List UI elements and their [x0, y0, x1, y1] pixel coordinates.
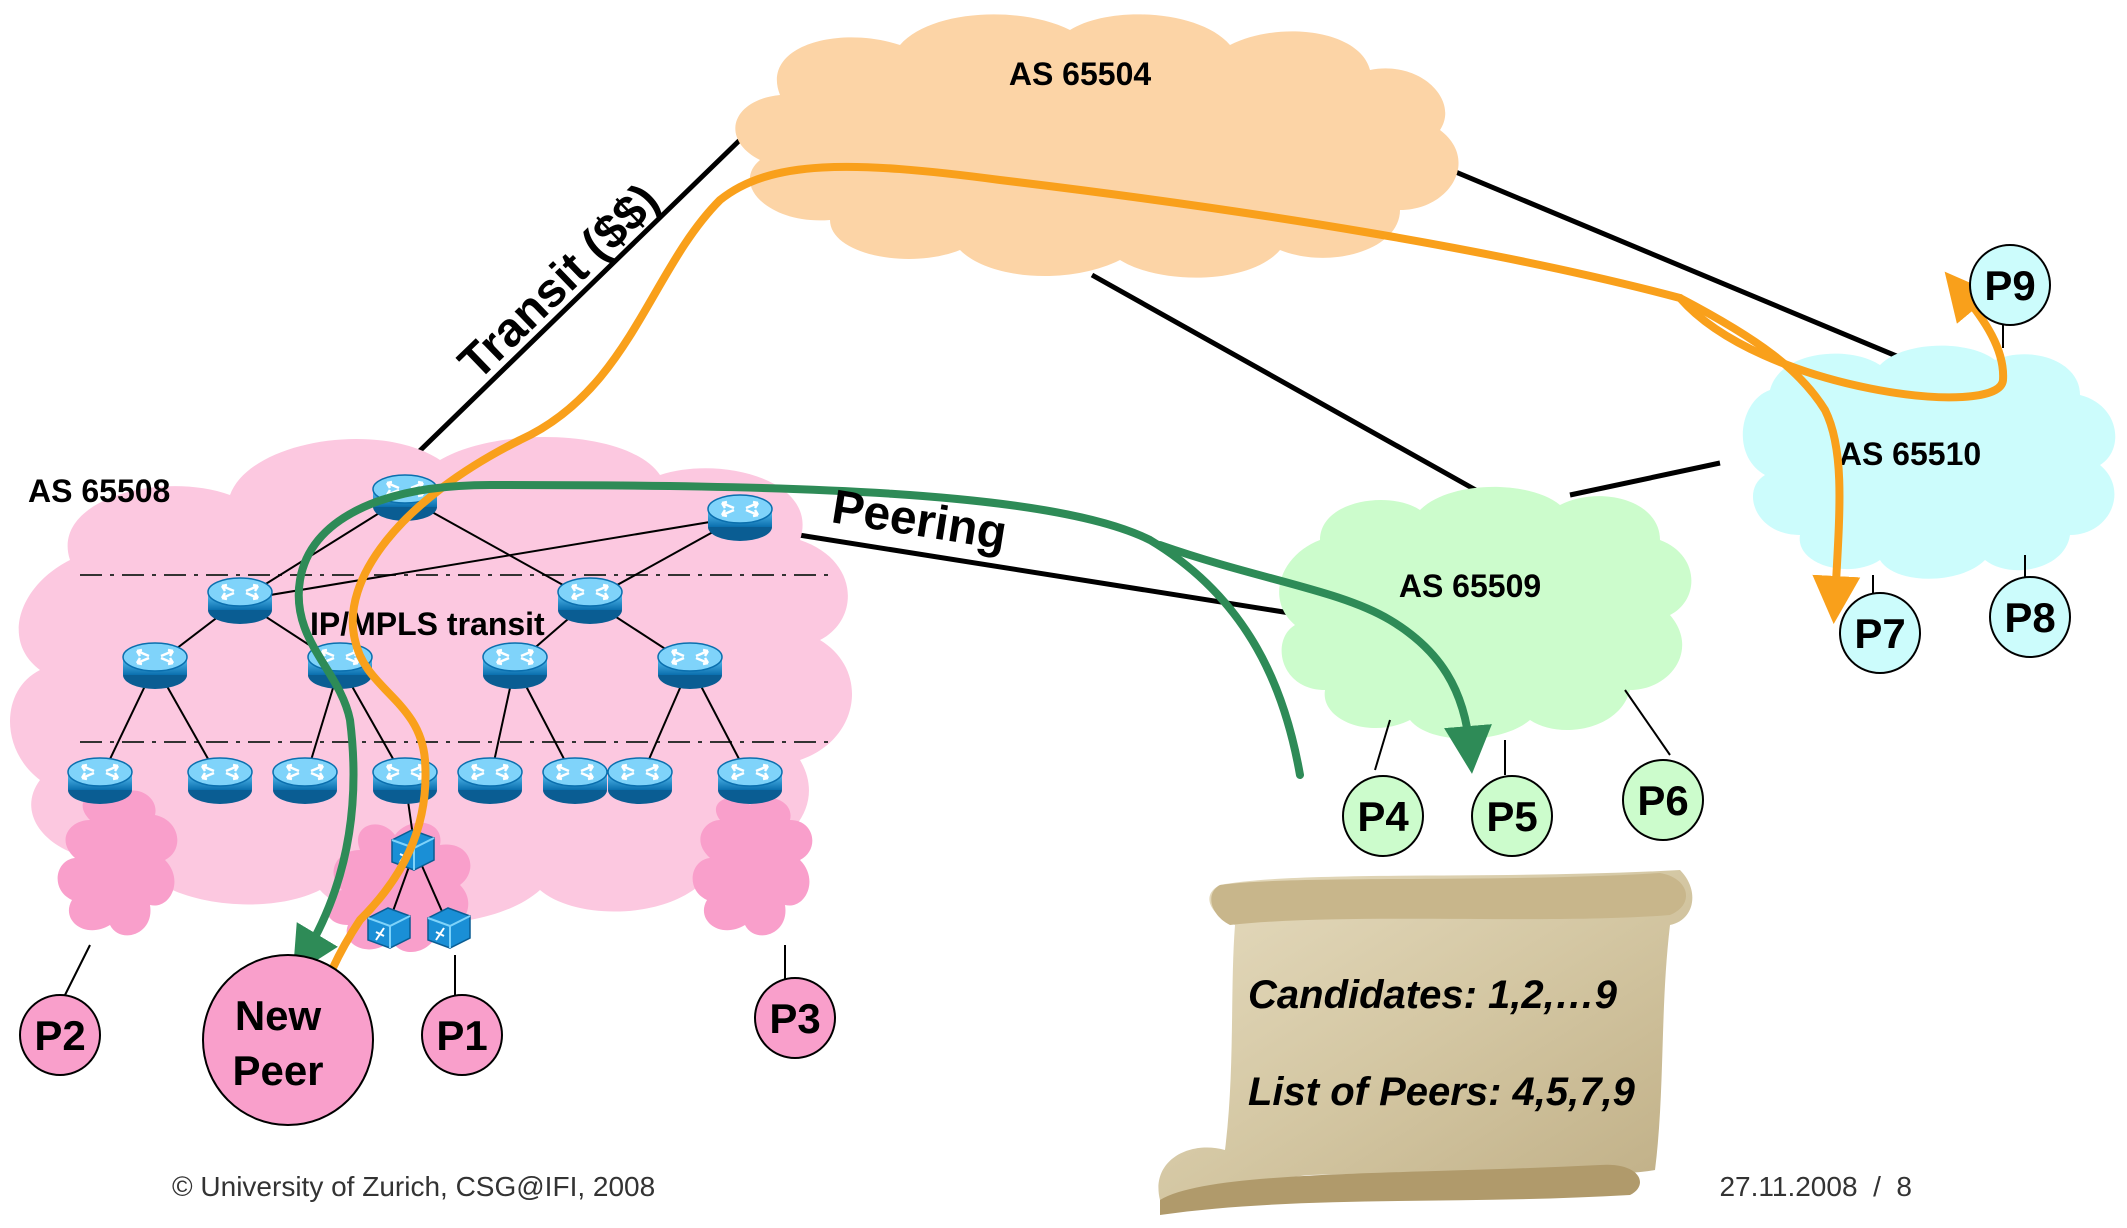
footer-page: 27.11.2008 / 8 — [1719, 1171, 1912, 1202]
cloud-as65504-shape — [735, 14, 1459, 278]
cloud-as65504: AS 65504 — [735, 14, 1459, 278]
peer-p3-label: P3 — [769, 995, 820, 1042]
router-dist-1 — [121, 641, 189, 691]
peer-p7-label: P7 — [1854, 610, 1905, 657]
peer-p1[interactable]: P1 — [421, 994, 503, 1076]
cloud-as65509-shape — [1279, 486, 1692, 739]
peer-p6-label: P6 — [1637, 777, 1688, 824]
new-peer-label-line2: Peer — [232, 1047, 323, 1094]
peer-p9-label: P9 — [1984, 262, 2035, 309]
peer-p9[interactable]: P9 — [1969, 244, 2051, 326]
scroll-candidates: Candidates: 1,2,…9 — [1248, 973, 1618, 1017]
as65508-label: AS 65508 — [28, 473, 170, 509]
backbone-links — [398, 133, 1919, 616]
peer-p2-label: P2 — [34, 1012, 85, 1059]
footer-copyright: © University of Zurich, CSG@IFI, 2008 — [172, 1171, 655, 1202]
peer-p4[interactable]: P4 — [1342, 775, 1424, 857]
green-path-to-p5 — [1156, 541, 1492, 774]
router-edge-6 — [541, 756, 609, 806]
router-dist-4 — [656, 641, 724, 691]
scroll-list-of-peers: List of Peers: 4,5,7,9 — [1248, 1070, 1636, 1114]
orange-path-to-p7 — [1676, 294, 1861, 624]
stub-network-left — [57, 790, 178, 936]
router-edge-8 — [716, 756, 784, 806]
link-transit — [398, 133, 747, 472]
router-agg-1 — [206, 576, 274, 626]
peer-p4-label: P4 — [1357, 793, 1409, 840]
green-path-to-new-peer — [292, 480, 1304, 976]
peer-p5-label: P5 — [1486, 793, 1537, 840]
router-edge-2 — [186, 756, 254, 806]
peer-p5[interactable]: P5 — [1471, 775, 1553, 857]
link-as65509-as65510 — [1569, 460, 1721, 498]
scroll-top-roll — [1211, 873, 1687, 925]
cloud-as65509: AS 65509 — [1279, 486, 1692, 739]
scroll-bottom-roll — [1160, 1164, 1640, 1215]
peer-p8-label: P8 — [2004, 594, 2055, 641]
stub-network-right — [692, 797, 813, 936]
peer-p7[interactable]: P7 — [1839, 592, 1921, 674]
router-dist-3 — [481, 641, 549, 691]
transit-label: Transit ($$) — [449, 174, 670, 390]
as65509-label: AS 65509 — [1399, 568, 1541, 604]
new-peer-label-line1: New — [235, 992, 322, 1039]
peer-new-peer[interactable]: New Peer — [202, 954, 374, 1126]
link-as65504-as65509 — [1090, 272, 1492, 501]
ip-mpls-label: IP/MPLS transit — [310, 606, 545, 642]
router-edge-1 — [66, 756, 134, 806]
link-peering — [779, 529, 1291, 616]
as65504-label: AS 65504 — [1009, 56, 1152, 92]
orange-path-to-p9 — [1676, 271, 2008, 402]
router-edge-5 — [456, 756, 524, 806]
router-agg-2 — [556, 576, 624, 626]
router-edge-7 — [606, 756, 674, 806]
router-core-right — [706, 493, 774, 543]
candidates-scroll: Candidates: 1,2,…9 List of Peers: 4,5,7,… — [1158, 870, 1693, 1215]
peer-p3[interactable]: P3 — [754, 977, 836, 1059]
as65510-label: AS 65510 — [1839, 436, 1981, 472]
peer-p1-label: P1 — [436, 1012, 487, 1059]
peer-p8[interactable]: P8 — [1989, 576, 2071, 658]
peer-p6[interactable]: P6 — [1622, 759, 1704, 841]
router-edge-3 — [271, 756, 339, 806]
scroll-body — [1158, 870, 1693, 1201]
orange-path-new-peer — [296, 162, 1684, 1034]
link-as65504-as65510 — [1414, 152, 1919, 368]
peer-nodes: P2 New Peer P1 P3 P4 P5 P6 P7 — [19, 244, 2071, 1126]
peer-p2[interactable]: P2 — [19, 994, 101, 1076]
